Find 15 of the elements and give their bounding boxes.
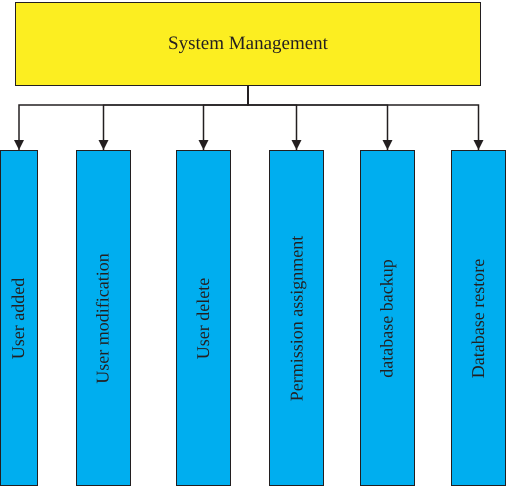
box-label: User delete	[192, 277, 214, 359]
box-label: Permission assignment	[285, 235, 308, 401]
function-box	[0, 150, 38, 486]
function-box	[451, 150, 506, 486]
function-box	[360, 150, 415, 486]
function-box	[269, 150, 324, 486]
box-label: database backup	[376, 258, 398, 378]
box-label: System Management	[168, 32, 328, 56]
function-box	[76, 150, 131, 486]
function-box	[176, 150, 231, 486]
box-label: Database restore	[467, 258, 489, 378]
box-label: User added	[8, 277, 30, 359]
box-label: User modification	[92, 252, 114, 384]
root-box	[15, 2, 481, 86]
connector-arrow	[247, 86, 484, 150]
